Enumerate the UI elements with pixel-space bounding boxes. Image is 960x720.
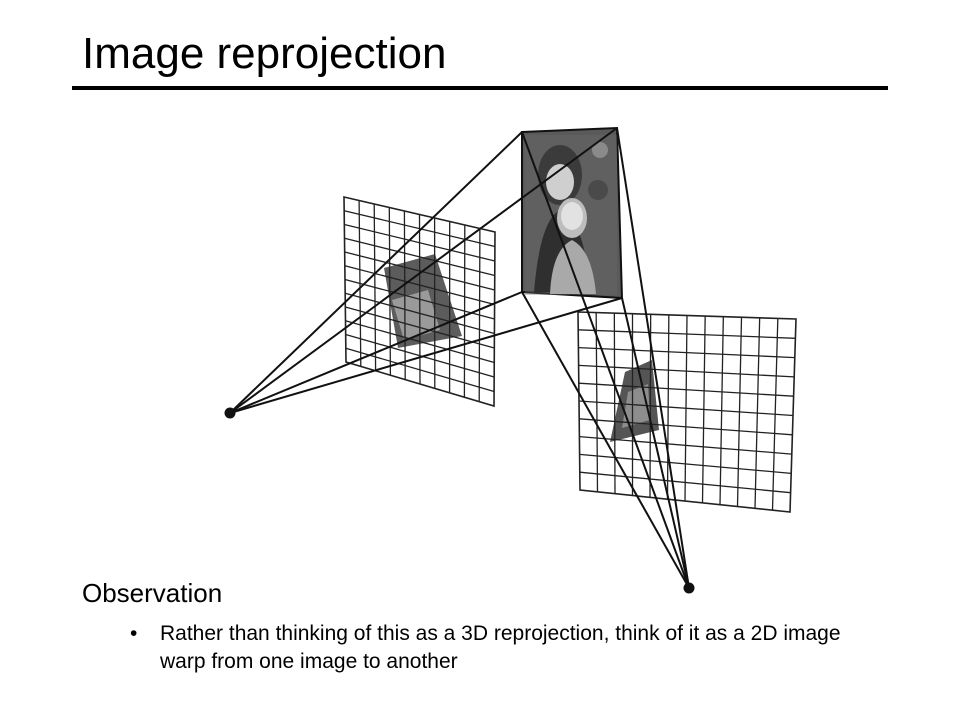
grid-line [345, 333, 495, 378]
grid-line [344, 292, 495, 335]
grid-line [344, 210, 496, 248]
left-camera-center [224, 407, 236, 419]
grid-line [345, 306, 495, 349]
grid-line [578, 329, 796, 339]
bullet-icon: • [130, 622, 138, 645]
grid-line [578, 400, 794, 417]
projection-rays [229, 127, 690, 589]
grid-line [344, 278, 495, 320]
grid-line [344, 251, 495, 291]
bullet-text: Rather than thinking of this as a 3D rep… [160, 622, 841, 673]
observation-heading: Observation [82, 578, 223, 608]
title-underline [72, 86, 888, 90]
source-photo [521, 126, 624, 300]
left-image-plane [343, 195, 496, 408]
grid-line [344, 237, 495, 277]
slide-title: Image reprojection [82, 29, 447, 78]
right-image-plane [577, 311, 797, 513]
grid-line [579, 435, 792, 455]
grid-line [345, 320, 495, 364]
grid-line [579, 471, 791, 494]
grid-line [578, 346, 795, 359]
right-grid-lines [578, 312, 796, 511]
grid-line [579, 418, 793, 436]
grid-line [578, 364, 795, 378]
grid-line [344, 223, 495, 262]
reprojection-diagram [224, 126, 797, 594]
right-camera-center [683, 582, 695, 594]
grid-line [344, 265, 495, 306]
